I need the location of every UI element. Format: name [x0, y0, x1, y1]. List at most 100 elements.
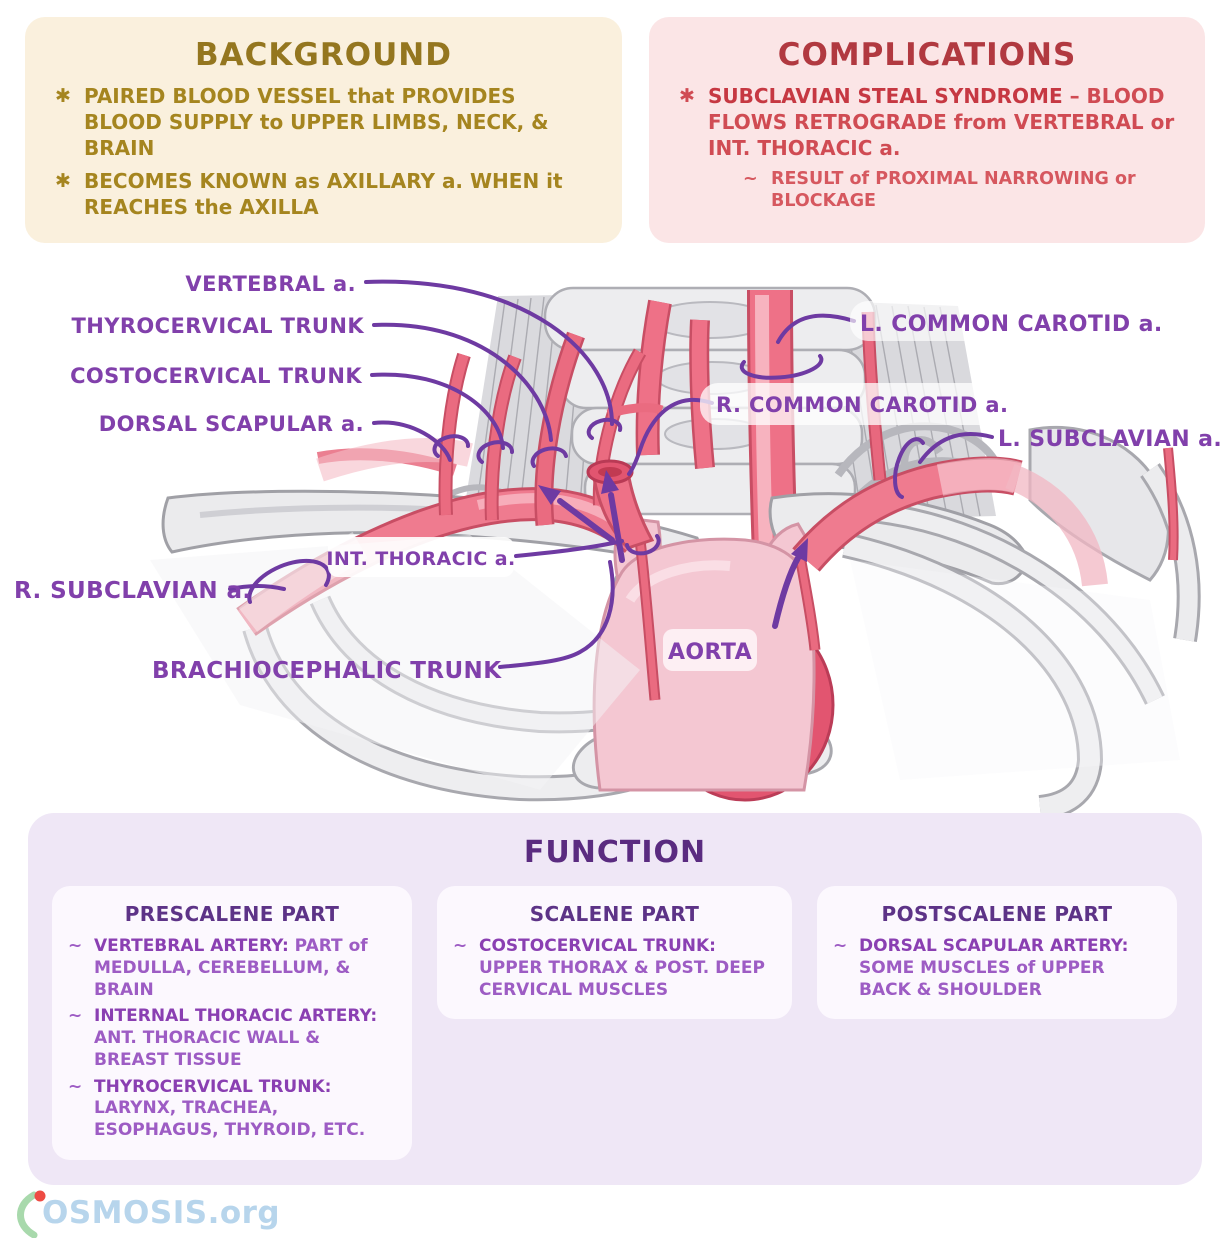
label-aorta: AORTA	[668, 640, 752, 665]
leader-brachiocephalic	[498, 560, 615, 669]
arrow-carotid-head	[601, 470, 619, 494]
item-name: DORSAL SCAPULAR ARTERY:	[859, 936, 1129, 956]
complications-bullet-1: ✱ SUBCLAVIAN STEAL SYNDROME – BLOOD FLOW…	[679, 83, 1179, 161]
loop-r-subclavian	[247, 558, 331, 604]
label-r-common-carotid: R. COMMON CAROTID a.	[716, 393, 1008, 417]
label-r-subclavian: R. SUBCLAVIAN a.	[14, 578, 252, 604]
loop-branch-1	[432, 434, 470, 458]
fade-overlay-left	[150, 535, 640, 790]
item-desc: ANT. THORACIC WALL & BREAST TISSUE	[94, 1028, 321, 1070]
osmosis-logo-mark	[17, 1190, 46, 1238]
label-box-aorta	[663, 629, 757, 671]
complications-sub-bullet: ~ RESULT of PROXIMAL NARROWING or BLOCKA…	[743, 169, 1169, 213]
shoulder-bones	[1028, 425, 1201, 642]
prescalene-item-3: ~ THYROCERVICAL TRUNK: LARYNX, TRACHEA, …	[68, 1077, 396, 1142]
osmosis-logo-text: OSMOSIS.org	[42, 1195, 281, 1231]
postscalene-item-1: ~ DORSAL SCAPULAR ARTERY: SOME MUSCLES o…	[833, 936, 1161, 1001]
prescalene-item-2-text: INTERNAL THORACIC ARTERY: ANT. THORACIC …	[94, 1006, 396, 1071]
complications-bullet-lead: SUBCLAVIAN STEAL SYNDROME	[708, 84, 1063, 108]
flow-arrows	[538, 470, 808, 629]
arrow-carotid-shaft	[608, 492, 625, 563]
leader-vertebral	[364, 279, 614, 426]
scalene-card: SCALENE PART ~ COSTOCERVICAL TRUNK: UPPE…	[437, 886, 792, 1020]
background-panel: BACKGROUND ✱ PAIRED BLOOD VESSEL that PR…	[25, 17, 622, 243]
background-bullets: ✱ PAIRED BLOOD VESSEL that PROVIDES BLOO…	[25, 83, 622, 220]
postscalene-title: POSTSCALENE PART	[881, 902, 1113, 926]
complications-bullet-rest: – BLOOD FLOWS RETROGRADE from VERTEBRAL …	[708, 84, 1175, 160]
complications-sub-bullet-text: RESULT of PROXIMAL NARROWING or BLOCKAGE	[771, 169, 1136, 211]
arrow-l-subclavian-head	[791, 538, 808, 562]
label-band-l-common-carotid	[850, 301, 1142, 341]
complications-panel: COMPLICATIONS ✱ SUBCLAVIAN STEAL SYNDROM…	[649, 17, 1205, 243]
tilde-icon: ~	[833, 936, 848, 956]
leader-costocervical	[370, 372, 505, 450]
logo-arc-icon	[17, 1191, 38, 1238]
internal-thoracic-arteries	[634, 447, 1179, 701]
tilde-icon: ~	[453, 936, 468, 956]
item-name: VERTEBRAL ARTERY:	[94, 936, 289, 956]
prescalene-title: PRESCALENE PART	[124, 902, 340, 926]
tilde-icon: ~	[68, 1006, 83, 1027]
item-desc: SOME MUSCLES of UPPER BACK & SHOULDER	[859, 957, 1105, 1000]
leader-int-thoracic	[514, 539, 624, 558]
label-band-r-common-carotid	[700, 383, 1010, 425]
background-bullet-2-text: BECOMES KNOWN as AXILLARY a. WHEN it REA…	[84, 169, 563, 219]
item-desc: LARYNX, TRACHEA, ESOPHAGUS, THYROID, ETC…	[94, 1098, 366, 1140]
postscalene-card: POSTSCALENE PART ~ DORSAL SCAPULAR ARTER…	[817, 886, 1177, 1020]
arrow-subclavian-head	[538, 485, 561, 505]
prescalene-item-1: ~ VERTEBRAL ARTERY: PART of MEDULLA, CER…	[68, 936, 396, 1001]
scalene-item-1-text: COSTOCERVICAL TRUNK: UPPER THORAX & POST…	[479, 936, 776, 1001]
label-box-int-thoracic	[328, 537, 514, 577]
leader-r-subclavian	[228, 584, 286, 591]
tilde-icon: ~	[68, 936, 83, 956]
loop-branch-3	[530, 446, 568, 468]
leader-l-subclavian	[918, 432, 994, 464]
asterisk-icon: ✱	[55, 170, 71, 192]
scalene-title: SCALENE PART	[529, 902, 700, 926]
complications-bullets: ✱ SUBCLAVIAN STEAL SYNDROME – BLOOD FLOW…	[649, 83, 1205, 213]
label-dorsal-scapular: DORSAL SCAPULAR a.	[99, 412, 364, 436]
leader-l-common-carotid	[776, 313, 856, 344]
asterisk-icon: ✱	[55, 85, 71, 107]
loop-l-subclavian	[893, 437, 925, 499]
function-title: FUNCTION	[523, 835, 707, 870]
leader-lines	[228, 279, 994, 669]
tilde-icon: ~	[68, 1076, 83, 1097]
label-brachiocephalic: BRACHIOCEPHALIC TRUNK	[152, 658, 502, 684]
logo-dot-icon	[34, 1190, 46, 1202]
function-panel: FUNCTION PRESCALENE PART ~ VERTEBRAL ART…	[28, 813, 1202, 1185]
loop-int-thoracic	[625, 534, 661, 556]
background-bullet-1: ✱ PAIRED BLOOD VESSEL that PROVIDES BLOO…	[55, 83, 596, 161]
label-l-subclavian: L. SUBCLAVIAN a.	[998, 427, 1222, 452]
label-vertebral: VERTEBRAL a.	[185, 272, 356, 296]
prescalene-item-3-text: THYROCERVICAL TRUNK: LARYNX, TRACHEA, ES…	[94, 1077, 396, 1142]
item-name: THYROCERVICAL TRUNK:	[94, 1076, 332, 1097]
fade-overlay-right	[850, 560, 1180, 780]
item-name: INTERNAL THORACIC ARTERY:	[94, 1006, 378, 1027]
function-cards: PRESCALENE PART ~ VERTEBRAL ARTERY: PART…	[28, 886, 1202, 1160]
anatomy-illustration: VERTEBRAL a. THYROCERVICAL TRUNK COSTOCE…	[14, 272, 1222, 820]
complications-title: COMPLICATIONS	[777, 37, 1077, 73]
background-bullet-2: ✱ BECOMES KNOWN as AXILLARY a. WHEN it R…	[55, 168, 596, 220]
prescalene-card: PRESCALENE PART ~ VERTEBRAL ARTERY: PART…	[52, 886, 412, 1160]
background-title: BACKGROUND	[195, 37, 452, 73]
arrow-subclavian-shaft	[557, 498, 615, 543]
postscalene-item-1-text: DORSAL SCAPULAR ARTERY: SOME MUSCLES of …	[859, 936, 1161, 1001]
leader-r-common-carotid	[627, 397, 714, 476]
label-costocervical: COSTOCERVICAL TRUNK	[70, 364, 362, 388]
osmosis-logo: OSMOSIS.org	[4, 1188, 280, 1238]
leader-thyrocervical	[372, 322, 553, 442]
item-desc: PART of MEDULLA, CEREBELLUM, & BRAIN	[94, 936, 368, 1000]
leader-dorsal-scapular	[372, 420, 452, 462]
label-int-thoracic: INT. THORACIC a.	[326, 548, 515, 570]
loop-branch-2	[476, 440, 514, 464]
loop-l-common-carotid	[739, 354, 824, 380]
prescalene-item-1-text: VERTEBRAL ARTERY: PART of MEDULLA, CEREB…	[94, 936, 396, 1001]
left-subclavian-artery	[792, 456, 1108, 587]
arrow-l-subclavian-shaft	[772, 555, 801, 629]
asterisk-icon: ✱	[679, 85, 695, 107]
scalene-item-1: ~ COSTOCERVICAL TRUNK: UPPER THORAX & PO…	[453, 936, 776, 1001]
prescalene-item-2: ~ INTERNAL THORACIC ARTERY: ANT. THORACI…	[68, 1006, 396, 1071]
item-desc: UPPER THORAX & POST. DEEP CERVICAL MUSCL…	[479, 957, 765, 1000]
